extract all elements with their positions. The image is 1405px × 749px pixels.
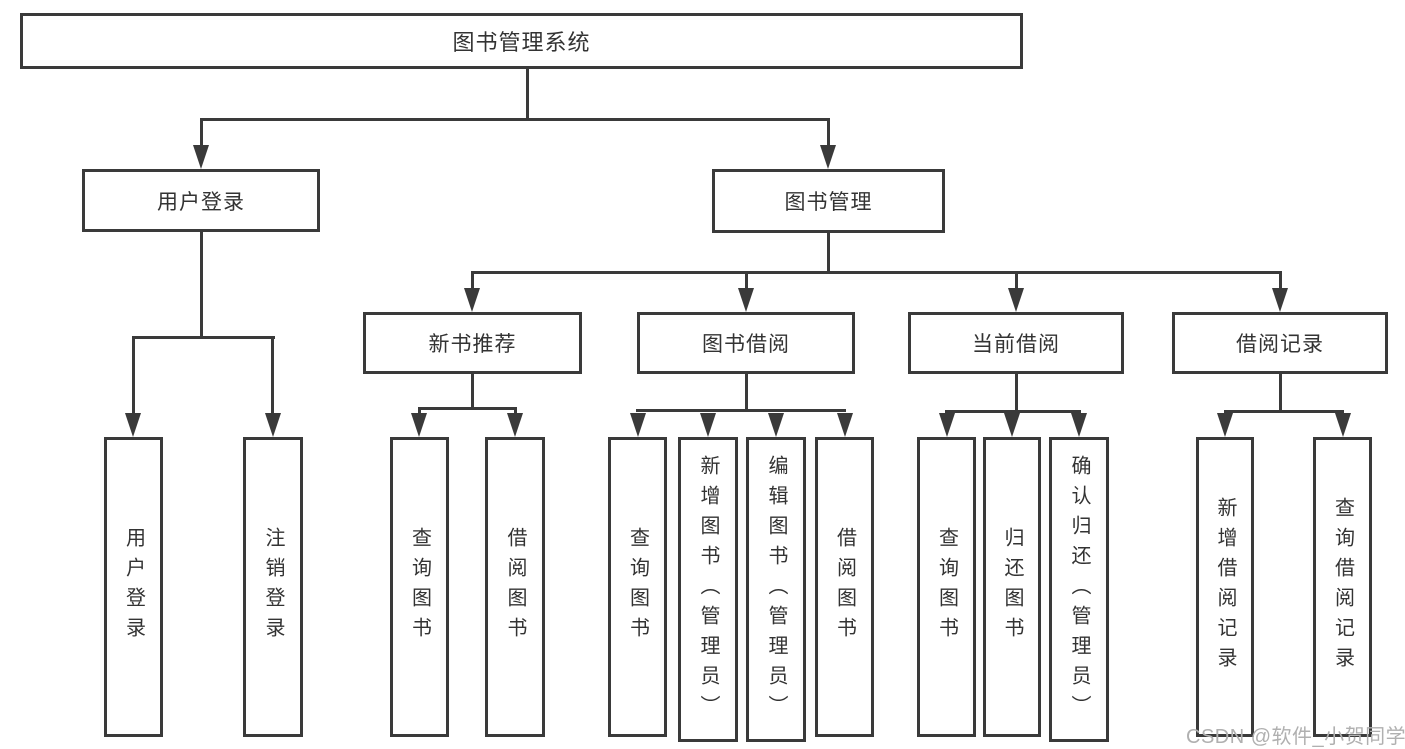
node-book-mgmt: 图书管理 bbox=[712, 169, 945, 233]
leaf-query-books-current: 查询图书 bbox=[917, 437, 976, 737]
leaf-label: 查询借阅记录 bbox=[1331, 497, 1354, 677]
leaf-query-borrow-record: 查询借阅记录 bbox=[1313, 437, 1372, 737]
arrow-down-icon bbox=[125, 413, 141, 437]
arrow-down-icon bbox=[507, 413, 523, 437]
arrow-down-icon bbox=[411, 413, 427, 437]
connector-root-drop bbox=[526, 69, 529, 121]
node-new-book-rec: 新书推荐 bbox=[363, 312, 582, 374]
leaf-label: 查询图书 bbox=[408, 527, 431, 647]
connector-rail bbox=[945, 410, 1081, 413]
connector-level3-rail bbox=[471, 271, 1282, 274]
node-borrow-records: 借阅记录 bbox=[1172, 312, 1388, 374]
arrow-down-icon bbox=[265, 413, 281, 437]
leaf-return-book: 归还图书 bbox=[983, 437, 1041, 737]
leaf-label: 查询图书 bbox=[626, 527, 649, 647]
connector-book-mgmt-drop bbox=[827, 232, 830, 274]
leaf-user-login: 用户登录 bbox=[104, 437, 163, 737]
connector-rail bbox=[636, 409, 846, 412]
leaf-label: 新增借阅记录 bbox=[1214, 497, 1236, 677]
connector-drop bbox=[1279, 373, 1282, 413]
arrow-down-icon bbox=[837, 413, 853, 437]
leaf-add-book-admin: 新增图书（管理员） bbox=[678, 437, 738, 742]
leaf-label: 编辑图书（管理员） bbox=[765, 454, 787, 725]
arrow-down-icon bbox=[1335, 413, 1351, 437]
leaf-borrow-books: 借阅图书 bbox=[815, 437, 874, 737]
arrow-down-icon bbox=[768, 413, 784, 437]
arrow-down-icon bbox=[630, 413, 646, 437]
connector-stem bbox=[1015, 271, 1018, 290]
connector-stem bbox=[514, 407, 517, 416]
connector-stem bbox=[827, 118, 830, 148]
arrow-down-icon bbox=[1008, 288, 1024, 312]
leaf-confirm-return-admin: 确认归还（管理员） bbox=[1049, 437, 1109, 742]
leaf-borrow-books-rec: 借阅图书 bbox=[485, 437, 545, 737]
arrow-down-icon bbox=[1272, 288, 1288, 312]
arrow-down-icon bbox=[464, 288, 480, 312]
arrow-down-icon bbox=[193, 145, 209, 169]
leaf-query-books-rec: 查询图书 bbox=[390, 437, 449, 737]
connector-stem bbox=[418, 407, 421, 416]
leaf-label: 新增图书（管理员） bbox=[697, 454, 719, 725]
connector-level2-rail bbox=[200, 118, 830, 121]
node-book-mgmt-label: 图书管理 bbox=[784, 191, 873, 214]
leaf-edit-book-admin: 编辑图书（管理员） bbox=[746, 437, 806, 742]
connector-user-login-drop bbox=[200, 231, 203, 339]
connector-stem bbox=[745, 271, 748, 290]
arrow-down-icon bbox=[1004, 413, 1020, 437]
watermark-text: CSDN @软件_小贺同学 bbox=[1186, 726, 1405, 748]
connector-user-login-rail bbox=[132, 336, 275, 339]
node-user-login-label: 用户登录 bbox=[157, 190, 245, 214]
node-current-borrow: 当前借阅 bbox=[908, 312, 1124, 374]
arrow-down-icon bbox=[820, 145, 836, 169]
connector-drop bbox=[1015, 373, 1018, 413]
node-book-borrow-label: 图书借阅 bbox=[702, 333, 790, 356]
connector-stem bbox=[1279, 271, 1282, 290]
connector-stem bbox=[132, 336, 135, 416]
connector-drop bbox=[471, 373, 474, 410]
connector-stem bbox=[271, 336, 274, 416]
node-current-borrow-label: 当前借阅 bbox=[972, 333, 1060, 356]
leaf-label: 用户登录 bbox=[122, 527, 145, 647]
leaf-query-books-borrow: 查询图书 bbox=[608, 437, 667, 737]
node-root: 图书管理系统 bbox=[20, 13, 1023, 69]
node-borrow-records-label: 借阅记录 bbox=[1236, 333, 1324, 356]
arrow-down-icon bbox=[738, 288, 754, 312]
leaf-add-borrow-record: 新增借阅记录 bbox=[1196, 437, 1254, 737]
leaf-label: 归还图书 bbox=[1001, 527, 1023, 647]
node-root-label: 图书管理系统 bbox=[452, 30, 591, 55]
node-new-book-rec-label: 新书推荐 bbox=[428, 333, 517, 356]
leaf-logout: 注销登录 bbox=[243, 437, 303, 737]
arrow-down-icon bbox=[1071, 413, 1087, 437]
node-user-login: 用户登录 bbox=[82, 169, 320, 232]
connector-drop bbox=[745, 373, 748, 412]
connector-stem bbox=[200, 118, 203, 148]
connector-rail bbox=[1224, 410, 1344, 413]
arrow-down-icon bbox=[700, 413, 716, 437]
leaf-label: 确认归还（管理员） bbox=[1068, 454, 1090, 725]
leaf-label: 注销登录 bbox=[262, 527, 284, 647]
arrow-down-icon bbox=[1217, 413, 1233, 437]
connector-stem bbox=[471, 271, 474, 290]
leaf-label: 借阅图书 bbox=[833, 527, 856, 647]
connector-rail bbox=[418, 407, 517, 410]
leaf-label: 借阅图书 bbox=[504, 527, 526, 647]
arrow-down-icon bbox=[939, 413, 955, 437]
leaf-label: 查询图书 bbox=[935, 527, 958, 647]
node-book-borrow: 图书借阅 bbox=[637, 312, 855, 374]
